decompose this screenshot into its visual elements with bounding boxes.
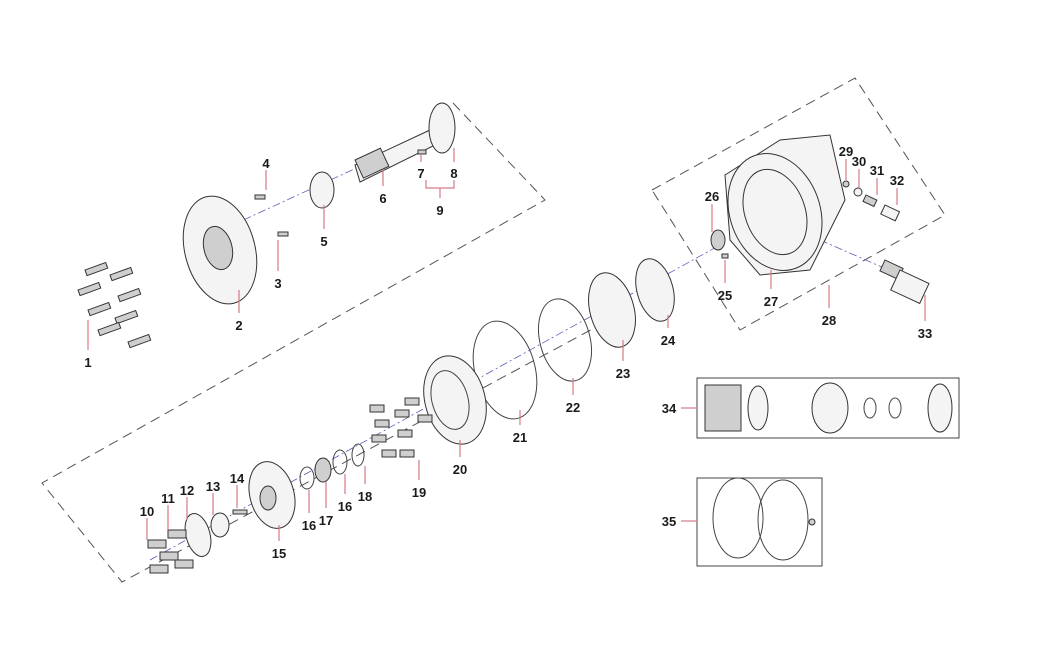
callout-29: 29 <box>839 144 853 159</box>
pin-part-25 <box>721 253 729 259</box>
callout-10: 10 <box>140 504 154 519</box>
centerline-valve <box>819 239 901 276</box>
callout-3: 3 <box>274 276 281 291</box>
callout-25: 25 <box>718 288 732 303</box>
callout-33: 33 <box>918 326 932 341</box>
callout-15: 15 <box>272 546 286 561</box>
snap-ring-part-18 <box>351 443 365 467</box>
callout-1: 1 <box>84 355 91 370</box>
ring-part-20 <box>423 355 487 445</box>
callout-13: 13 <box>206 479 220 494</box>
callout-2: 2 <box>235 318 242 333</box>
o-ring-kit-box-35 <box>696 477 823 567</box>
callout-6: 6 <box>379 191 386 206</box>
pins-part-14 <box>232 509 248 515</box>
o-ring-kit-35b <box>757 479 809 561</box>
cover-plate-part-2 <box>182 195 258 305</box>
callout-35: 35 <box>662 514 676 529</box>
seal-part-26 <box>710 229 726 251</box>
spring-part-31 <box>862 194 878 208</box>
valve-part-33 <box>879 259 930 305</box>
collar-part-8 <box>428 102 456 154</box>
leader-lines <box>87 148 926 541</box>
callout-26: 26 <box>705 189 719 204</box>
callout-27: 27 <box>764 294 778 309</box>
ball-part-29 <box>842 180 850 188</box>
callout-11: 11 <box>161 491 175 506</box>
bolts-part-1 <box>77 261 152 349</box>
pin-part-4 <box>254 194 266 200</box>
callout-16: 16 <box>302 518 316 533</box>
callout-18: 18 <box>358 489 372 504</box>
callout-24: 24 <box>661 333 676 348</box>
callout-19: 19 <box>412 485 426 500</box>
callout-9: 9 <box>436 203 443 218</box>
housing-part-27 <box>724 134 846 276</box>
shaft-part-6 <box>354 129 436 183</box>
callout-23: 23 <box>616 366 630 381</box>
o-ring-kit-35a <box>712 477 764 559</box>
ring-part-16 <box>299 466 315 490</box>
ring-part-16b <box>332 449 348 475</box>
pistons-part-10 <box>147 529 194 574</box>
callout-5: 5 <box>320 234 327 249</box>
key-part-7 <box>417 149 427 155</box>
bearing-part-5 <box>309 171 335 209</box>
pin-part-3 <box>277 231 289 237</box>
callout-28: 28 <box>822 313 836 328</box>
cylinder-block-part-15 <box>248 461 296 529</box>
callout-7: 7 <box>417 166 424 181</box>
callout-22: 22 <box>566 400 580 415</box>
callout-8: 8 <box>450 166 457 181</box>
callout-labels: 1 2 3 4 5 6 7 8 9 10 11 12 13 14 15 16 1… <box>84 144 932 561</box>
callout-17: 17 <box>319 513 333 528</box>
o-ring-part-22 <box>538 298 592 382</box>
spring-part-17 <box>314 457 332 483</box>
valve-plate-part-24 <box>635 258 675 322</box>
springs-part-19 <box>369 397 433 458</box>
callout-16b: 16 <box>338 499 352 514</box>
callout-14: 14 <box>230 471 245 486</box>
callout-20: 20 <box>453 462 467 477</box>
o-ring-kit-35c <box>808 518 816 526</box>
callout-31: 31 <box>870 163 884 178</box>
assembly-boundary <box>41 102 601 583</box>
plate-part-23 <box>588 272 636 348</box>
plug-part-32 <box>880 204 901 222</box>
callout-34: 34 <box>662 401 677 416</box>
callout-4: 4 <box>262 156 270 171</box>
callout-32: 32 <box>890 173 904 188</box>
kit-34-parts <box>704 382 953 434</box>
callout-12: 12 <box>180 483 194 498</box>
callout-30: 30 <box>852 154 866 169</box>
ball-guide-part-13 <box>210 512 230 538</box>
washer-part-30 <box>853 187 863 197</box>
callout-21: 21 <box>513 430 527 445</box>
